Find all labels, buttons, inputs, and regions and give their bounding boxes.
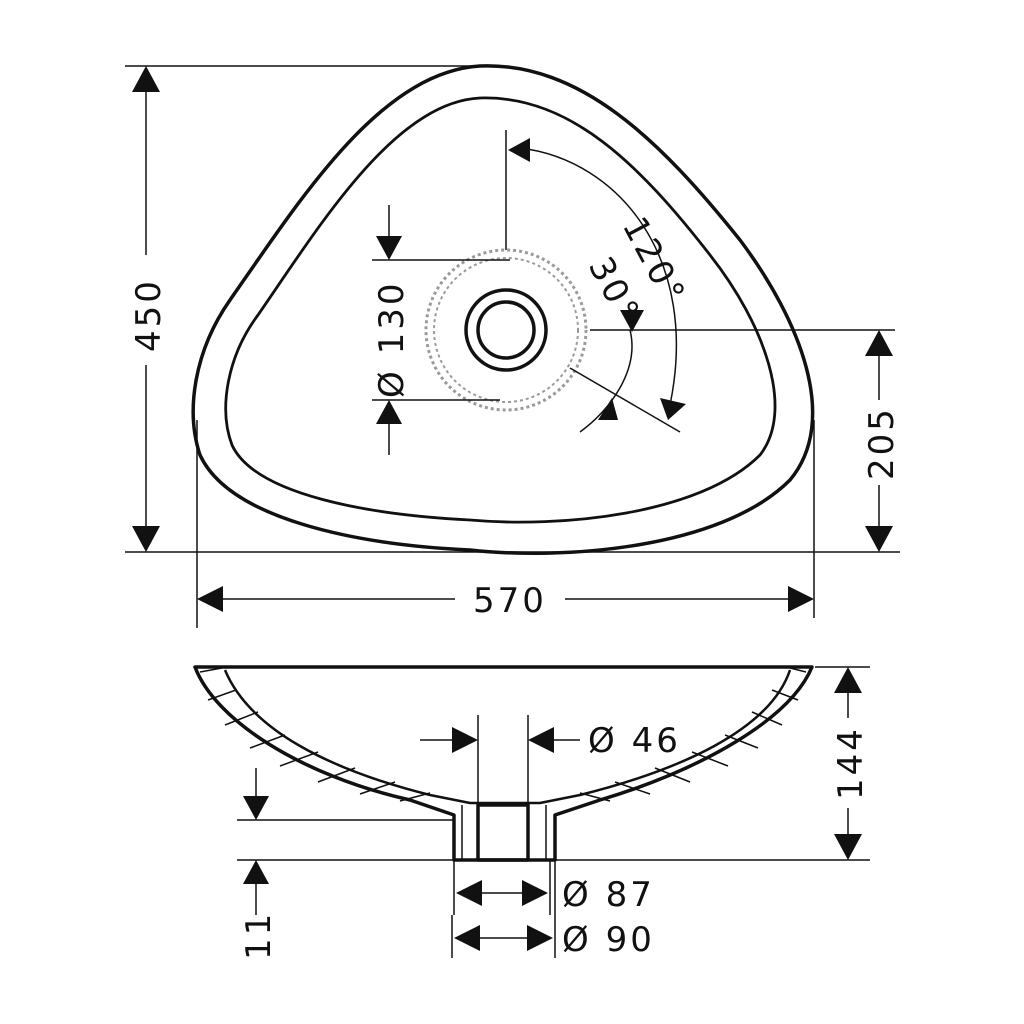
dim-144-arrow-top (834, 667, 862, 693)
dim-450-label: 450 (129, 278, 169, 352)
dim-11-arrow-top (243, 796, 269, 820)
dim-450-arrow-top (132, 66, 160, 92)
dim-46-arrow-left (452, 727, 478, 753)
basin-outer-outline (191, 64, 815, 556)
dim-205-label: 205 (862, 406, 902, 480)
dim-11-arrow-bottom (243, 860, 269, 884)
dim-90-label: Ø 90 (562, 920, 655, 960)
dim-205-arrow-top (865, 330, 893, 356)
dim-450-arrow-bottom (132, 526, 160, 552)
dim-570-arrow-right (788, 586, 814, 612)
dim-130-label: Ø 130 (372, 281, 412, 398)
dim-130-arrow-top (376, 236, 402, 260)
dim-144-arrow-bottom (834, 834, 862, 860)
angle-arc-120-arrow-end (660, 398, 686, 420)
reference-line-30deg (569, 367, 681, 433)
dim-87-arrow-right (522, 880, 548, 906)
dim-46-label: Ø 46 (588, 721, 681, 761)
dim-570-arrow-left (197, 586, 223, 612)
dim-205-arrow-bottom (865, 526, 893, 552)
dim-46-arrow-right (528, 727, 554, 753)
dim-130-arrow-bottom (376, 400, 402, 424)
angle-arc-120-arrow-start (508, 138, 530, 162)
drain-tube (476, 803, 530, 862)
dim-87-arrow-left (456, 880, 482, 906)
angle-arc-30-arrow-end (598, 398, 618, 420)
bowl-section-inner (223, 669, 792, 805)
angle-arc-120 (519, 147, 678, 406)
top-view: Ø 130 120° 30° 450 205 570 (125, 64, 902, 628)
dim-570-label: 570 (473, 581, 547, 621)
drain-ring-outer (464, 288, 548, 372)
dim-11-label: 11 (239, 911, 279, 960)
overflow-pitch-circle (424, 248, 588, 412)
overflow-pitch-circle-inner (433, 257, 579, 403)
side-view: Ø 46 144 11 Ø 87 Ø 90 (193, 665, 871, 960)
angle-arc-30 (579, 329, 633, 433)
section-hatching (199, 667, 807, 802)
basin-inner-outline (224, 96, 777, 524)
angle-arc-30-arrow-start (620, 310, 644, 332)
dim-144-label: 144 (831, 726, 871, 800)
dim-90-arrow-right (527, 925, 553, 951)
dim-87-label: Ø 87 (562, 875, 655, 915)
drain-ring-inner (476, 300, 536, 360)
dim-90-arrow-left (454, 925, 480, 951)
